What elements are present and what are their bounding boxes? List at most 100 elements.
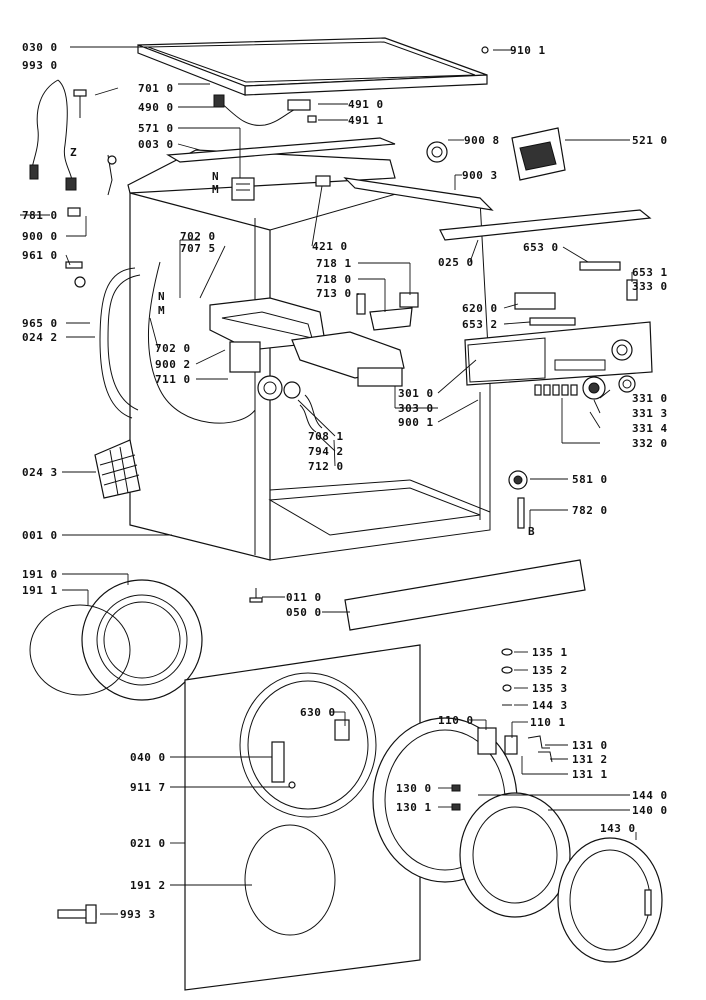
callout-491a: 491 0 <box>348 98 384 111</box>
callout-708: 708 1 <box>308 430 344 443</box>
callout-1353: 135 3 <box>532 682 568 695</box>
door-gasket <box>29 579 203 701</box>
marker-n-upper: N <box>212 170 219 183</box>
hinge-parts <box>65 261 86 288</box>
callout-003: 003 0 <box>138 138 174 151</box>
callout-001: 001 0 <box>22 529 58 542</box>
clip-910 <box>481 46 489 54</box>
callout-1912: 191 2 <box>130 879 166 892</box>
panel-knobs <box>582 375 636 400</box>
dispenser-drawer <box>291 331 405 387</box>
panel-buttons <box>534 384 578 396</box>
callout-1352: 135 2 <box>532 664 568 677</box>
part-713 <box>356 293 366 315</box>
control-module <box>511 127 566 181</box>
callout-6532: 653 2 <box>462 318 498 331</box>
callout-1100: 110 0 <box>438 714 474 727</box>
callout-3310: 331 0 <box>632 392 668 405</box>
callout-9008: 900 8 <box>464 134 500 147</box>
callout-1301: 130 1 <box>396 801 432 814</box>
pressure-switch <box>426 141 448 163</box>
callout-6531: 653 1 <box>632 266 668 279</box>
callout-1312: 131 2 <box>572 753 608 766</box>
part-6532 <box>529 317 576 326</box>
callout-713: 713 0 <box>316 287 352 300</box>
marker-z: Z <box>70 146 77 159</box>
callout-9002: 900 2 <box>155 358 191 371</box>
part-1301 <box>451 803 461 811</box>
callout-620: 620 0 <box>462 302 498 315</box>
callout-491b: 491 1 <box>348 114 384 127</box>
callout-712: 712 0 <box>308 460 344 473</box>
marker-m-upper: M <box>212 183 219 196</box>
callout-961: 961 0 <box>22 249 58 262</box>
callout-050: 050 0 <box>286 606 322 619</box>
outer-door-ring <box>557 837 663 963</box>
callout-1300: 130 0 <box>396 782 432 795</box>
callout-1430: 143 0 <box>600 822 636 835</box>
filter-grid <box>94 439 141 499</box>
callout-581: 581 0 <box>572 473 608 486</box>
callout-3314: 331 4 <box>632 422 668 435</box>
part-653 <box>579 261 621 271</box>
marker-b: B <box>528 525 535 538</box>
callout-011: 011 0 <box>286 591 322 604</box>
callout-7181: 718 1 <box>316 257 352 270</box>
callout-711: 711 0 <box>155 373 191 386</box>
callout-9117: 911 7 <box>130 781 166 794</box>
tool-9933 <box>57 904 97 924</box>
panel-top-strip <box>439 209 652 241</box>
callout-1101: 110 1 <box>530 716 566 729</box>
callout-521: 521 0 <box>632 134 668 147</box>
callout-421: 421 0 <box>312 240 348 253</box>
callout-0243: 024 3 <box>22 466 58 479</box>
rear-rail <box>343 177 494 211</box>
callout-702b: 702 0 <box>155 342 191 355</box>
pin-782 <box>517 497 525 529</box>
callout-1400: 140 0 <box>632 804 668 817</box>
callout-labels: 030 0 993 0 701 0 490 0 571 0 003 0 910 … <box>22 41 668 921</box>
control-panel <box>464 321 653 386</box>
screw-9117 <box>288 781 296 789</box>
callout-303: 303 0 <box>398 402 434 415</box>
callout-1910: 191 0 <box>22 568 58 581</box>
callout-3313: 331 3 <box>632 407 668 420</box>
callout-490: 490 0 <box>138 101 174 114</box>
door-hinge <box>477 727 553 763</box>
callout-040: 040 0 <box>130 751 166 764</box>
marker-m-left: M <box>158 304 165 317</box>
cabinet-body <box>127 149 491 561</box>
callout-9933: 993 3 <box>120 908 156 921</box>
callout-9001: 900 1 <box>398 416 434 429</box>
callout-702a: 702 0 <box>180 230 216 243</box>
callout-0242: 024 2 <box>22 331 58 344</box>
callout-630: 630 0 <box>300 706 336 719</box>
knob-581 <box>508 470 528 490</box>
callout-571: 571 0 <box>138 122 174 135</box>
callout-794: 794 2 <box>308 445 344 458</box>
callout-782: 782 0 <box>572 504 608 517</box>
door-glass <box>459 792 571 918</box>
lock-cable <box>73 89 317 196</box>
callout-1311: 131 1 <box>572 768 608 781</box>
screws <box>501 648 513 706</box>
leader-lines <box>20 46 637 915</box>
part-7181 <box>399 292 419 308</box>
tub-outline <box>99 261 256 424</box>
front-panel <box>184 644 421 991</box>
suppressor <box>231 177 255 201</box>
callout-030: 030 0 <box>22 41 58 54</box>
callout-332: 332 0 <box>632 437 668 450</box>
callout-1443: 144 3 <box>532 699 568 712</box>
callout-1310: 131 0 <box>572 739 608 752</box>
callout-1351: 135 1 <box>532 646 568 659</box>
part-421 <box>315 175 331 187</box>
part-1300 <box>451 784 461 792</box>
callout-653: 653 0 <box>523 241 559 254</box>
callout-025: 025 0 <box>438 256 474 269</box>
callout-333: 333 0 <box>632 280 668 293</box>
dispenser-housing <box>209 297 326 373</box>
callout-7180: 718 0 <box>316 273 352 286</box>
callout-900: 900 0 <box>22 230 58 243</box>
top-cover <box>137 37 488 96</box>
